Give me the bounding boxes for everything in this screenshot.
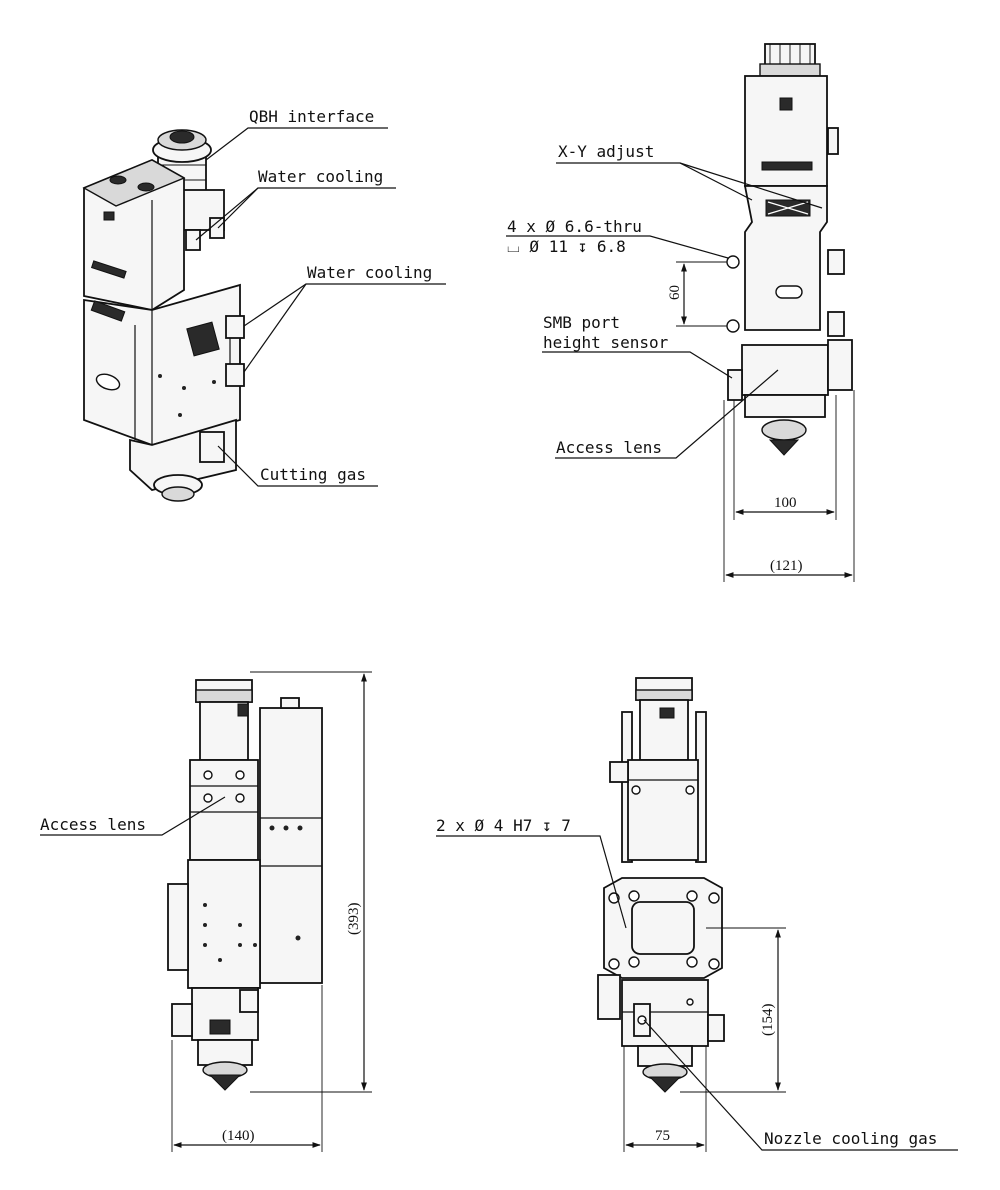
callout-xy-adjust: X-Y adjust: [556, 142, 823, 209]
side-lens-block: [189, 759, 259, 861]
dimension-121: (121): [723, 390, 855, 582]
dimension-60: 60: [667, 261, 727, 327]
callout-water-cooling-1: Water cooling: [195, 167, 396, 241]
dimension-154: (154): [680, 927, 786, 1093]
side-body: [187, 859, 261, 989]
callout-smb-port: SMB port height sensor: [542, 313, 733, 379]
front-view: X-Y adjust 4 x Ø 6.6-thru ⌴ Ø 11 ↧ 6.8 6…: [506, 43, 855, 582]
dim-121-text: (121): [770, 558, 803, 574]
nozzle-cooling-gas-label: Nozzle cooling gas: [764, 1129, 937, 1148]
height-sensor-label: height sensor: [543, 333, 669, 352]
rear-view: 2 x Ø 4 H7 ↧ 7 (154) 75 Nozzle cooling g…: [436, 677, 958, 1152]
xy-adjust-label: X-Y adjust: [558, 142, 654, 161]
dimension-75: 75: [623, 1046, 707, 1152]
smb-port-label: SMB port: [543, 313, 620, 332]
dimension-393: (393): [250, 671, 372, 1093]
dim-60-text: 60: [667, 285, 683, 300]
callout-access-lens-top: Access lens: [555, 369, 779, 459]
front-body: [743, 185, 828, 331]
callout-access-lens-left: Access lens: [40, 796, 226, 836]
callout-holes: 4 x Ø 6.6-thru ⌴ Ø 11 ↧ 6.8: [506, 217, 729, 259]
dim-393-text: (393): [346, 903, 362, 936]
dim-75-text: 75: [655, 1128, 670, 1144]
pin-holes-label: 2 x Ø 4 H7 ↧ 7: [436, 816, 571, 835]
water-cooling-fittings: [185, 217, 245, 387]
dimension-140: (140): [171, 985, 323, 1152]
callout-cutting-gas: Cutting gas: [217, 445, 378, 487]
holes-label-2: ⌴ Ø 11 ↧ 6.8: [507, 237, 626, 256]
callout-qbh: QBH interface: [205, 107, 388, 161]
qbh-interface-label: QBH interface: [249, 107, 374, 126]
water-cooling-label-2: Water cooling: [307, 263, 432, 282]
sensor-box: [82, 159, 186, 311]
cutting-gas-label: Cutting gas: [260, 465, 366, 484]
side-view: Access lens (393) (140): [40, 671, 372, 1152]
lower-section: [129, 418, 237, 502]
water-cooling-label-1: Water cooling: [258, 167, 383, 186]
dim-140-text: (140): [222, 1128, 255, 1144]
callout-nozzle-cooling-gas: Nozzle cooling gas: [643, 1019, 958, 1151]
dim-154-text: (154): [760, 1004, 776, 1037]
dim-100-text: 100: [774, 495, 797, 511]
access-lens-top-label: Access lens: [556, 438, 662, 457]
callout-water-cooling-2: Water cooling: [243, 263, 446, 373]
dimension-100: 100: [733, 395, 837, 520]
side-sensor-box: [259, 707, 323, 984]
callout-pin-holes: 2 x Ø 4 H7 ↧ 7: [436, 816, 627, 929]
isometric-view: QBH interface Water cooling Water coolin…: [82, 107, 446, 502]
access-lens-left-label: Access lens: [40, 815, 146, 834]
holes-label-1: 4 x Ø 6.6-thru: [507, 217, 642, 236]
main-body: [83, 283, 241, 446]
rear-upper-block: [627, 759, 699, 861]
